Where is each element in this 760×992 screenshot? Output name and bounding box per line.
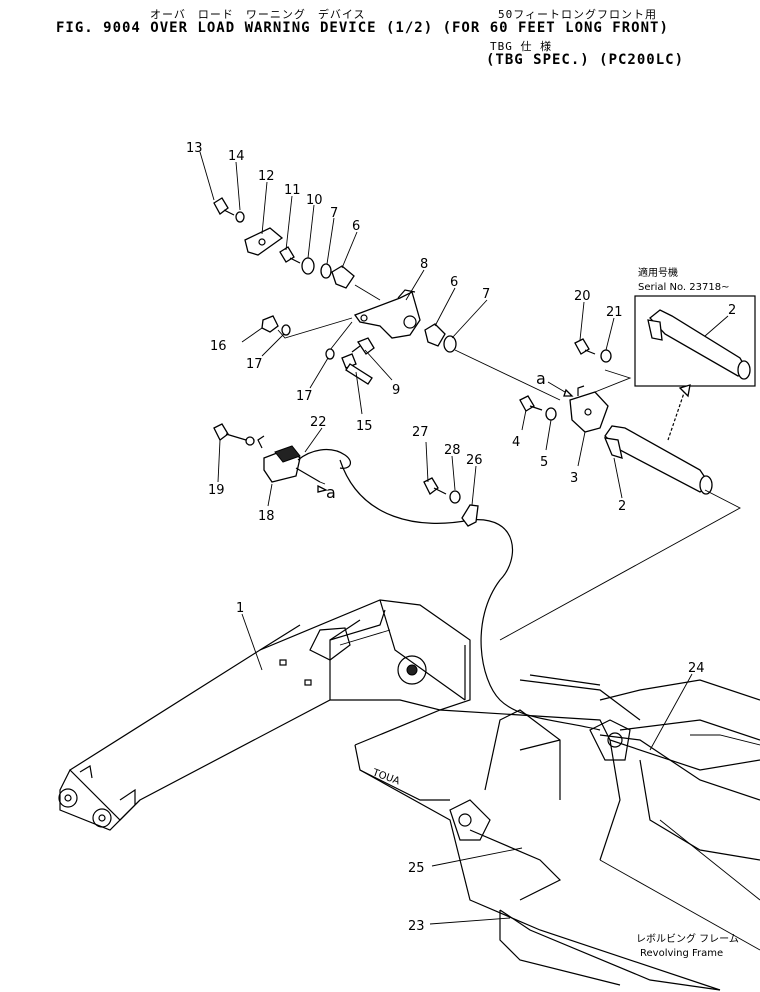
callout-10: 10 xyxy=(306,193,323,208)
callout-23: 23 xyxy=(408,919,425,934)
title-kana-right: 50フィートロングフロント用 xyxy=(498,8,658,21)
inset-serial: Serial No. 23718~ xyxy=(638,282,729,293)
callout-20: 20 xyxy=(574,289,591,304)
callout-15: 15 xyxy=(356,419,373,434)
part-28-washer xyxy=(449,490,461,504)
part-7-washer-upper xyxy=(320,263,332,279)
callout-26: 26 xyxy=(466,453,483,468)
part-5-washer xyxy=(545,407,557,421)
callout-1: 1 xyxy=(236,601,244,616)
callout-12: 12 xyxy=(258,169,275,184)
part-19-bolt xyxy=(213,423,255,446)
callout-3: 3 xyxy=(570,471,578,486)
part-4-bolt xyxy=(519,395,543,412)
part-26-clip xyxy=(461,504,479,527)
part-9-fitting xyxy=(351,337,375,355)
callout-a-upper: a xyxy=(536,369,546,388)
spec-line: (TBG SPEC.) (PC200LC) xyxy=(486,52,685,68)
callout-28: 28 xyxy=(444,443,461,458)
part-13-bolt xyxy=(213,197,235,216)
frame-label-english: Revolving Frame xyxy=(640,948,723,959)
part-12-plate xyxy=(244,227,284,256)
part-18-switch xyxy=(257,435,301,483)
callout-14: 14 xyxy=(228,149,245,164)
part-21-washer xyxy=(600,349,612,363)
callout-24: 24 xyxy=(688,661,705,676)
part-2-shaft xyxy=(603,425,713,495)
spec-kana: TBG 仕 様 xyxy=(490,40,553,53)
inset-arrow-line xyxy=(667,389,686,441)
part-15-pin xyxy=(341,353,373,385)
title-kana-left: オーバ ロード ワーニング デバイス xyxy=(150,8,366,21)
part-3-bracket xyxy=(569,385,609,433)
callout-7a: 7 xyxy=(330,206,338,221)
callout-22: 22 xyxy=(310,415,327,430)
callout-8: 8 xyxy=(420,257,428,272)
part-8-bracket xyxy=(353,289,421,339)
callout-9: 9 xyxy=(392,383,400,398)
part-6-bushing-right xyxy=(424,323,446,347)
callout-17b: 17 xyxy=(296,389,313,404)
callout-7b: 7 xyxy=(482,287,490,302)
callout-16: 16 xyxy=(210,339,227,354)
callout-13: 13 xyxy=(186,141,203,156)
part-10-washer xyxy=(301,257,315,275)
inset-arrow-head xyxy=(678,384,691,398)
part-7-washer-right xyxy=(443,335,457,353)
callout-numbers: 13 14 12 11 10 7 6 8 6 7 20 21 2 16 17 1… xyxy=(186,141,736,934)
callout-18: 18 xyxy=(258,509,275,524)
part-17-washer-b xyxy=(325,348,335,360)
callout-5: 5 xyxy=(540,455,548,470)
part-6-bushing-upper xyxy=(331,265,355,289)
callout-21: 21 xyxy=(606,305,623,320)
part-20-bolt xyxy=(574,338,596,355)
part-17-washer-a xyxy=(281,324,291,336)
sensor-cable xyxy=(339,459,601,731)
callout-27: 27 xyxy=(412,425,429,440)
shaft-leader xyxy=(499,489,741,641)
leader-lines xyxy=(199,151,729,925)
inset-box xyxy=(634,295,756,387)
part-11-bolt xyxy=(279,246,301,264)
callout-17a: 17 xyxy=(246,357,263,372)
frame-label-kana: レボルビング フレーム xyxy=(636,932,739,945)
part-16-nut xyxy=(261,315,279,333)
part-27-bolt xyxy=(423,477,447,495)
callout-6a: 6 xyxy=(352,219,360,234)
cable-to-frame xyxy=(599,734,760,801)
part-14-washer xyxy=(235,211,245,223)
inset-kana: 適用号機 xyxy=(638,266,678,279)
callout-25: 25 xyxy=(408,861,425,876)
boom-assembly xyxy=(58,599,471,831)
callout-a-lower: a xyxy=(326,483,336,502)
callout-19: 19 xyxy=(208,483,225,498)
part-22-cable xyxy=(297,448,352,469)
figure-title: FIG. 9004 OVER LOAD WARNING DEVICE (1/2)… xyxy=(56,20,669,36)
callout-6b: 6 xyxy=(450,275,458,290)
callout-4: 4 xyxy=(512,435,520,450)
callout-2-inset: 2 xyxy=(728,303,736,318)
callout-11: 11 xyxy=(284,183,301,198)
callout-2: 2 xyxy=(618,499,626,514)
